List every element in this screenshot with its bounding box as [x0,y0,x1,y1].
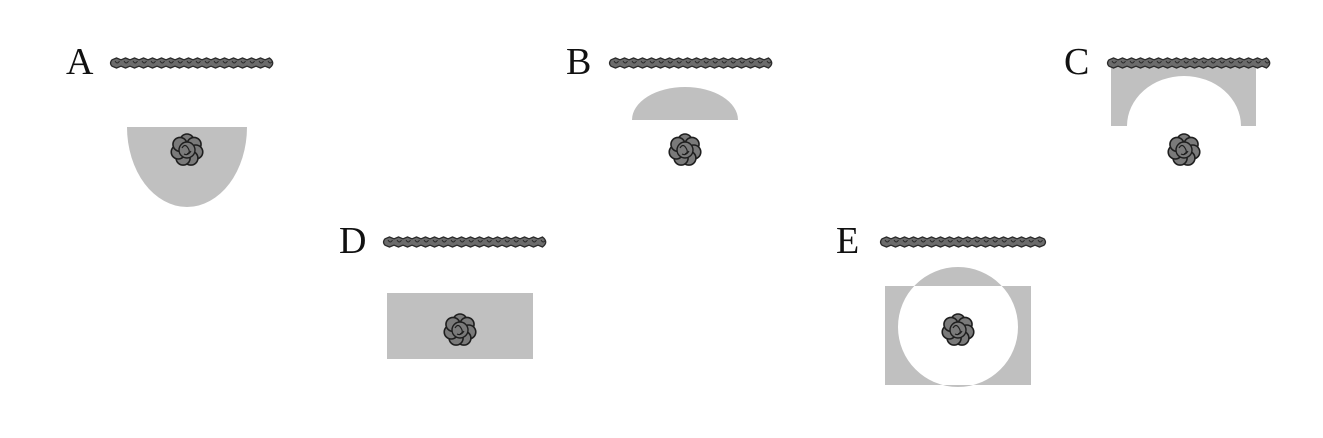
filament [1106,57,1271,69]
shaded-region [885,267,1031,387]
filament-band [1106,57,1271,69]
cluster-detail [454,324,465,336]
cluster-detail [952,324,963,336]
filament-twist [1111,60,1270,64]
particle-cluster [941,313,975,346]
filament-twist [613,60,772,64]
particle-cluster [170,133,204,166]
filament-band [879,236,1047,248]
cluster-core [949,321,967,339]
filament [608,57,773,69]
panel-label: B [566,41,591,83]
particle-cluster [1167,133,1201,166]
particle-cluster [443,313,477,346]
filament-band [382,236,547,248]
cluster-core [178,141,196,159]
filament [382,236,547,248]
filament-band [608,57,773,69]
shaded-region [632,87,738,120]
panel-c: C [1064,41,1271,166]
filament [109,57,274,69]
filament-twist [387,239,546,243]
panel-d: D [339,220,547,359]
cluster-core [676,141,694,159]
panel-label: D [339,220,366,262]
cluster-core [451,321,469,339]
shaded-region [127,127,247,207]
filament-twist [884,239,1043,243]
panel-e: E [836,220,1047,387]
panel-b: B [566,41,773,166]
panel-label: C [1064,41,1089,83]
panel-label: E [836,220,859,262]
filament-band [109,57,274,69]
cluster-core [1175,141,1193,159]
panel-a: A [66,41,274,207]
filament-twist [114,60,273,64]
panel-label: A [66,41,94,83]
cluster-detail [181,144,192,156]
filament [879,236,1047,248]
particle-cluster [668,133,702,166]
shaded-region [1111,64,1256,126]
cluster-detail [1178,144,1189,156]
cluster-detail [679,144,690,156]
